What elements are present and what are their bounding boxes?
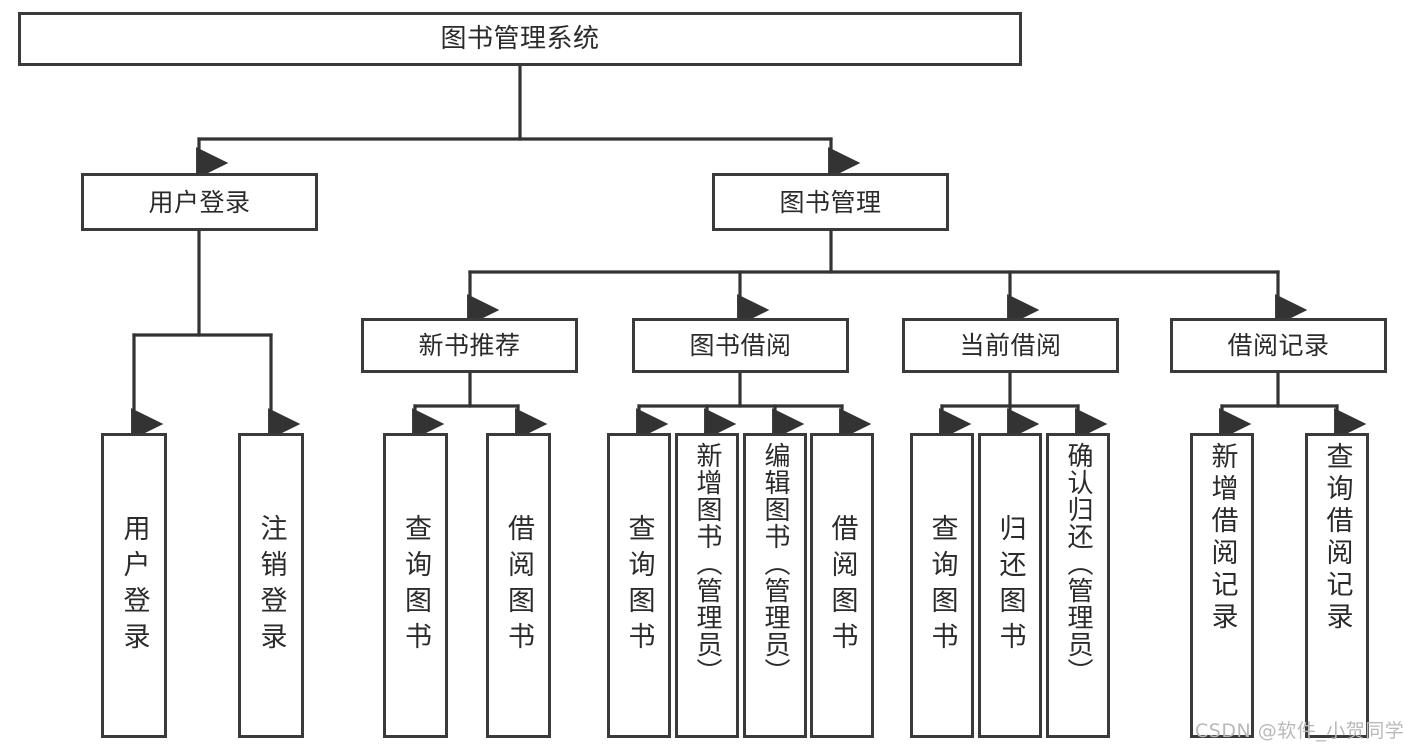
leaf-borrow-book[interactable]: 借阅图书 [810,433,874,738]
node-current-borrow[interactable]: 当前借阅 [902,318,1119,373]
node-label: 查询图书 [926,513,958,658]
node-book-borrow[interactable]: 图书借阅 [632,318,849,373]
node-label: 借阅图书 [826,513,858,658]
node-label: 借阅记录 [1227,331,1330,360]
node-label: 用户登录 [148,187,251,217]
leaf-logout[interactable]: 注销登录 [238,433,304,738]
node-borrow-record[interactable]: 借阅记录 [1170,318,1387,373]
node-book-management[interactable]: 图书管理 [712,173,949,231]
node-label: 归还图书 [994,513,1026,658]
node-root-book-management-system[interactable]: 图书管理系统 [18,12,1022,66]
leaf-edit-book-admin[interactable]: 编辑图书（管理员） [743,433,807,738]
leaf-query-book-current[interactable]: 查询图书 [910,433,974,738]
node-label: 确认归还（管理员） [1063,442,1093,685]
node-label: 当前借阅 [959,331,1062,360]
leaf-confirm-return-admin[interactable]: 确认归还（管理员） [1046,433,1110,738]
node-label: 查询图书 [623,513,655,658]
node-label: 新书推荐 [418,331,521,360]
node-label: 注销登录 [255,513,287,658]
leaf-query-borrow-record[interactable]: 查询借阅记录 [1305,433,1369,738]
leaf-add-borrow-record[interactable]: 新增借阅记录 [1190,433,1254,738]
node-label: 新增图书（管理员） [692,442,722,685]
leaf-query-book-recommend[interactable]: 查询图书 [383,433,448,738]
node-label: 新增借阅记录 [1206,442,1238,634]
leaf-user-login[interactable]: 用户登录 [101,433,167,738]
node-user-login[interactable]: 用户登录 [81,173,318,231]
node-new-book-recommend[interactable]: 新书推荐 [361,318,578,373]
leaf-borrow-book-recommend[interactable]: 借阅图书 [486,433,551,738]
node-label: 查询图书 [400,513,431,658]
csdn-watermark: CSDN @软件_小贺同学 [1195,720,1405,742]
leaf-add-book-admin[interactable]: 新增图书（管理员） [675,433,739,738]
node-label: 图书管理 [779,187,882,217]
node-label: 编辑图书（管理员） [760,442,790,685]
node-label: 用户登录 [118,513,150,658]
node-label: 查询借阅记录 [1321,442,1353,634]
leaf-query-book-borrow[interactable]: 查询图书 [607,433,671,738]
node-label: 借阅图书 [503,513,534,658]
node-label: 图书管理系统 [440,24,600,54]
node-label: 图书借阅 [689,331,792,360]
leaf-return-book[interactable]: 归还图书 [978,433,1042,738]
